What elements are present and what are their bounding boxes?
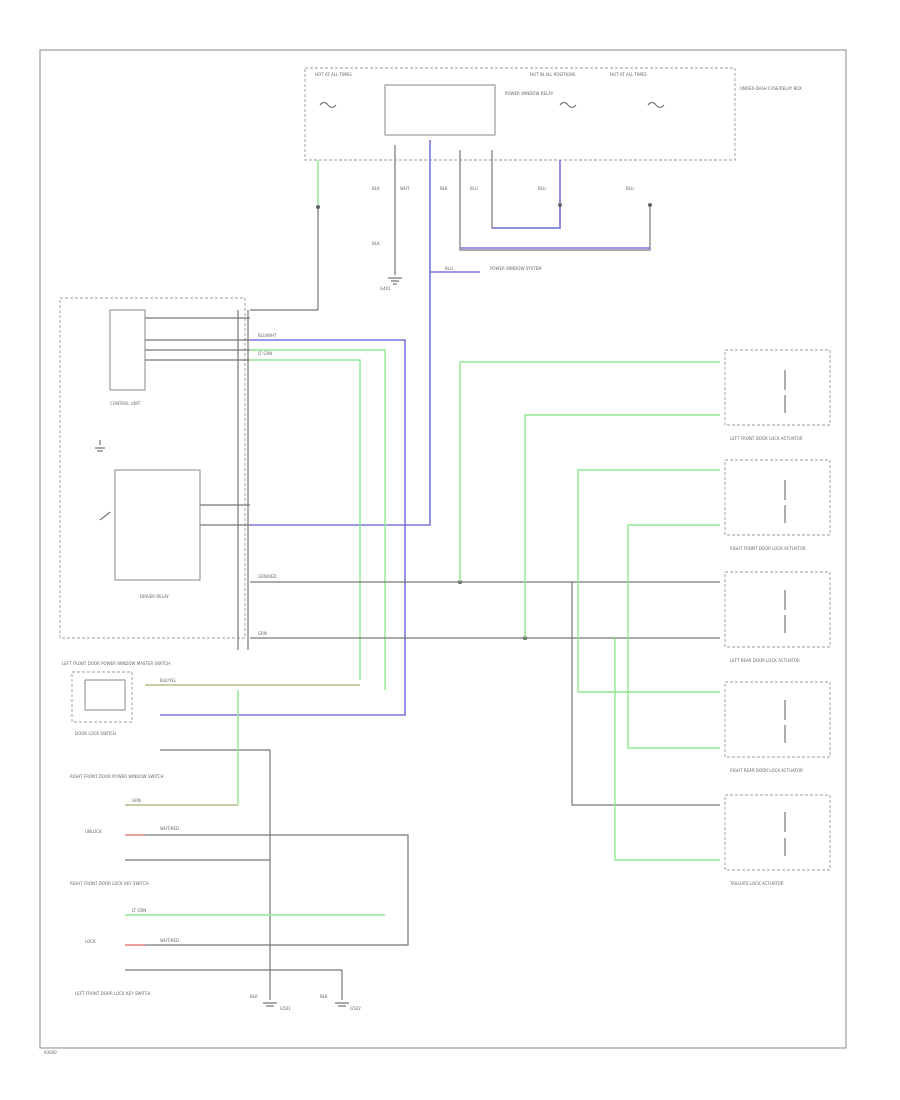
rr-actuator-label: RIGHT REAR DOOR LOCK ACTUATOR (730, 768, 803, 773)
wire-lbl-blu-4: BLU (626, 186, 634, 191)
wire-lbl-blk-5: BLK (320, 994, 328, 999)
ground-lower-left-label: G501 (280, 1006, 291, 1011)
wire-lbl-blk-2: BLK (372, 241, 380, 246)
ground-main-label: G401 (380, 286, 391, 291)
actuator-lr: LEFT REAR DOOR LOCK ACTUATOR (724, 571, 831, 663)
rf-door-switch-label: RIGHT FRONT DOOR POWER WINDOW SWITCH (70, 774, 164, 779)
footer-code: 93000 (44, 1050, 57, 1055)
wire-lbl-wht-red-1: WHT/RED (160, 826, 179, 831)
lf-actuator-label: LEFT FRONT DOOR LOCK ACTUATOR (730, 436, 803, 441)
ground-lower-right-label: G502 (350, 1006, 361, 1011)
fuse-box-hdr-left: HOT AT ALL TIMES (315, 72, 352, 77)
wire-lbl-blk-1: BLK (372, 186, 380, 191)
tailgate-actuator-label: TAILGATE LOCK ACTUATOR (729, 881, 784, 886)
power-relay-label: POWER WINDOW RELAY (505, 91, 554, 96)
wire-lbl-blk-3: BLK (440, 186, 448, 191)
actuator-rr: RIGHT REAR DOOR LOCK ACTUATOR (724, 681, 831, 773)
wire-lbl-blk-yel: BLK/YEL (160, 678, 177, 683)
actuator-tailgate: TAILGATE LOCK ACTUATOR (724, 794, 831, 886)
fuse-box-hdr-mid: HOT IN ALL POSITIONS (530, 72, 576, 77)
master-switch-title: LEFT FRONT DOOR POWER WINDOW MASTER SWIT… (62, 661, 170, 666)
fuse-box-title: UNDER-DASH FUSE/RELAY BOX (740, 86, 802, 91)
fuse-relay-box: HOT AT ALL TIMES HOT IN ALL POSITIONS HO… (304, 67, 802, 161)
wire-lbl-grn: GRN (258, 631, 267, 636)
fuse-box-hdr-right: HOT AT ALL TIMES (610, 72, 647, 77)
wire-lbl-blk-4: BLK (250, 994, 258, 999)
control-unit: CONTROL UNIT DRIVER RELAY (59, 297, 250, 639)
wire-lbl-grn-2: GRN (132, 798, 141, 803)
door-lock-switch-box (71, 671, 133, 723)
wire-lbl-grn-red: GRN/RED (258, 574, 277, 579)
wire-lbl-wht-1: WHT (400, 186, 410, 191)
wire-lbl-blu-wht: BLU/WHT (258, 333, 277, 338)
control-unit-label: CONTROL UNIT (110, 401, 141, 406)
diagram-frame (39, 49, 847, 1049)
power-window-system-label: POWER WINDOW SYSTEM (490, 266, 542, 271)
door-lock-switch-label: DOOR LOCK SWITCH (75, 731, 116, 736)
wire-lbl-lt-grn-1: LT GRN (258, 351, 272, 356)
wire-lbl-blu-3: BLU (538, 186, 546, 191)
wire-lbl-blu-2: BLU (470, 186, 478, 191)
actuator-rf: RIGHT FRONT DOOR LOCK ACTUATOR (724, 459, 831, 551)
wire-lbl-lt-grn-2: LT GRN (132, 908, 146, 913)
wire-lbl-blu-1: BLU (445, 266, 453, 271)
rf-key-switch-label: RIGHT FRONT DOOR LOCK KEY SWITCH (70, 881, 149, 886)
lf-lock-label: LOCK (85, 939, 96, 944)
actuator-lf: LEFT FRONT DOOR LOCK ACTUATOR (724, 349, 831, 441)
wire-lbl-wht-red-2: WHT/RED (160, 938, 179, 943)
driver-relay-label: DRIVER RELAY (140, 594, 169, 599)
lr-actuator-label: LEFT REAR DOOR LOCK ACTUATOR (730, 658, 800, 663)
rf-unlock-label: UNLOCK (85, 829, 102, 834)
lf-key-switch-label: LEFT FRONT DOOR LOCK KEY SWITCH (75, 991, 151, 996)
rf-actuator-label: RIGHT FRONT DOOR LOCK ACTUATOR (730, 546, 806, 551)
